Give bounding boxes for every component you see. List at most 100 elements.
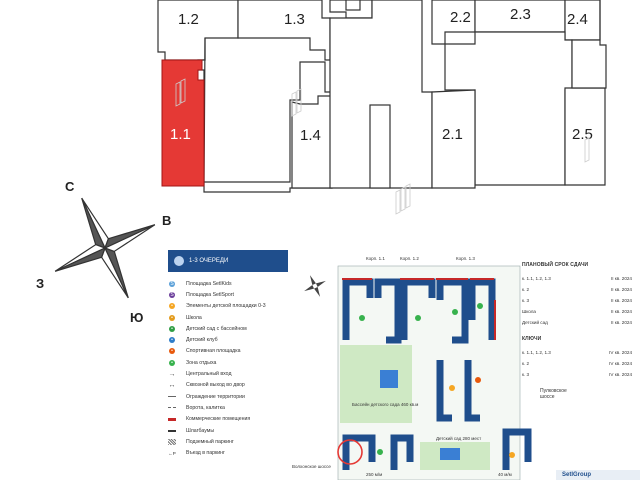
legend-item-label: Ворота, калитка: [186, 404, 225, 411]
schedule-value: II кв. 2024: [610, 287, 632, 292]
legend-item: ←P Въезд в паркинг: [168, 447, 288, 458]
legend-item-label: Подземный паркинг: [186, 438, 234, 445]
keys-title: КЛЮЧИ: [522, 336, 542, 342]
schedule-key: к. 3: [522, 372, 530, 377]
label-1-1: 1.1: [170, 126, 191, 143]
highlight-circle: [337, 439, 363, 465]
schedule-key: Школа: [522, 309, 536, 314]
legend-header: 1-3 ОЧЕРЕДИ: [168, 250, 288, 272]
green-park: [340, 345, 412, 423]
legend-item-label: Зона отдыха: [186, 359, 217, 366]
legend-item: Ограждение территории: [168, 391, 288, 402]
legend-item-label: Сквозной выход во двор: [186, 382, 245, 389]
mini-compass: [304, 275, 326, 297]
building-2-1[interactable]: [431, 89, 476, 189]
building-middle-block: [329, 0, 433, 189]
layers-icon: [174, 256, 184, 266]
legend-item: • Зона отдыха: [168, 357, 288, 368]
schedule-row: к. 3 IV кв. 2024: [522, 369, 640, 380]
legend-item-label: Коммерческие помещения: [186, 416, 251, 423]
legend-item: •Детский сад с бассейном: [168, 323, 288, 334]
schedule-value: II кв. 2024: [610, 276, 632, 281]
label-2-4: 2.4: [567, 11, 588, 28]
schedule-row: Детский сад II кв. 2024: [522, 317, 640, 328]
building-annex-small: [345, 0, 361, 11]
corp-label-1-2: Корп. 1.2: [400, 256, 419, 261]
legend-item-label: Школа: [186, 314, 202, 321]
keys-rows: к. 1.1, 1.2, 1.3 IV кв. 2024 к. 2 IV кв. 20…: [522, 347, 640, 380]
compass-east: В: [162, 213, 171, 228]
legend-item-label: Элементы детской площадки 0-3: [186, 303, 266, 310]
legend-item: →Центральный вход: [168, 368, 288, 379]
legend-item: • Элементы детской площадки 0-3: [168, 301, 288, 312]
schedule-row: к. 3 II кв. 2024: [522, 295, 640, 306]
legend-symbol-icon: [168, 438, 176, 445]
building-middle-core: [369, 104, 391, 189]
schedule-key: к. 1.1, 1.2, 1.3: [522, 350, 551, 355]
legend-item: Подземный паркинг: [168, 436, 288, 447]
legend-item: • Школа: [168, 312, 288, 323]
schedule-value: IV кв. 2024: [609, 372, 632, 377]
legend-symbol-icon: •: [169, 314, 175, 321]
legend-title: 1-3 ОЧЕРЕДИ: [189, 258, 229, 264]
compass-rose: [54, 197, 156, 299]
building-labels: 1.2 1.3 1.1 1.4 2.2 2.3 2.4 2.1 2.5: [170, 6, 593, 144]
legend-item-label: Центральный вход: [186, 371, 232, 378]
kindergarten-note: Детский сад 280 мест: [436, 436, 482, 441]
legend-symbol-icon: S: [169, 291, 175, 298]
building-1-1[interactable]: [161, 59, 205, 187]
legend-item-label: Детский клуб: [186, 337, 218, 344]
schedule-key: к. 2: [522, 361, 530, 366]
legend-symbol-icon: •: [169, 325, 175, 332]
label-2-2: 2.2: [450, 9, 471, 26]
label-2-3: 2.3: [510, 6, 531, 23]
site-markers: [359, 303, 515, 458]
schedule-key: к. 1.1, 1.2, 1.3: [522, 276, 551, 281]
label-1-3: 1.3: [284, 11, 305, 28]
commercial-strips: [342, 278, 496, 340]
site-buildings: [342, 278, 532, 470]
building-2-2[interactable]: [431, 0, 476, 45]
schedule-value: IV кв. 2024: [609, 350, 632, 355]
legend-symbol-icon: S: [169, 280, 175, 287]
legend-symbol-icon: •: [169, 337, 175, 344]
label-2-1: 2.1: [442, 126, 463, 143]
schedule-key: Детский сад: [522, 320, 548, 325]
schedule-key: к. 3: [522, 298, 530, 303]
legend-item: Коммерческие помещения: [168, 414, 288, 425]
compass-south: Ю: [130, 310, 143, 325]
legend-symbol-icon: •: [169, 359, 175, 366]
road-volkhonskoe: Волхонское шоссе: [292, 464, 331, 469]
legend-symbol-icon: •: [169, 303, 175, 310]
legend-symbol-icon: [168, 396, 176, 398]
pool-marker: [380, 370, 398, 388]
legend-symbol-icon: •: [169, 348, 175, 355]
legend-symbol-icon: ←P: [168, 450, 176, 456]
legend-symbol-icon: [168, 407, 176, 409]
schedule-value: II кв. 2024: [610, 298, 632, 303]
watermark-marks: [175, 78, 590, 215]
legend-item: Ворота, калитка: [168, 402, 288, 413]
legend-item-label: Въезд в паркинг: [186, 450, 225, 457]
dist-right: 40 м/м: [498, 472, 512, 477]
legend-item: ↔Сквозной выход во двор: [168, 380, 288, 391]
schedule-title: ПЛАНОВЫЙ СРОК СДАЧИ: [522, 262, 589, 268]
building-2-4-wing: [571, 0, 607, 89]
site-plan: [337, 265, 532, 480]
building-1-3[interactable]: [237, 0, 331, 61]
road-pulkovskoe: Пулковское шоссе: [540, 388, 567, 400]
legend-item: Шлагбаумы: [168, 425, 288, 436]
label-1-2: 1.2: [178, 11, 199, 28]
corp-label-1-1: Корп. 1.1: [366, 256, 385, 261]
schedule-row: к. 1.1, 1.2, 1.3 IV кв. 2024: [522, 347, 640, 358]
corp-label-1-3: Корп. 1.3: [456, 256, 475, 261]
building-1-2[interactable]: [157, 0, 239, 61]
legend-item: •Спортивная площадка: [168, 346, 288, 357]
schedule-value: II кв. 2024: [610, 320, 632, 325]
dist-bottom: 250 м/м: [366, 472, 383, 477]
